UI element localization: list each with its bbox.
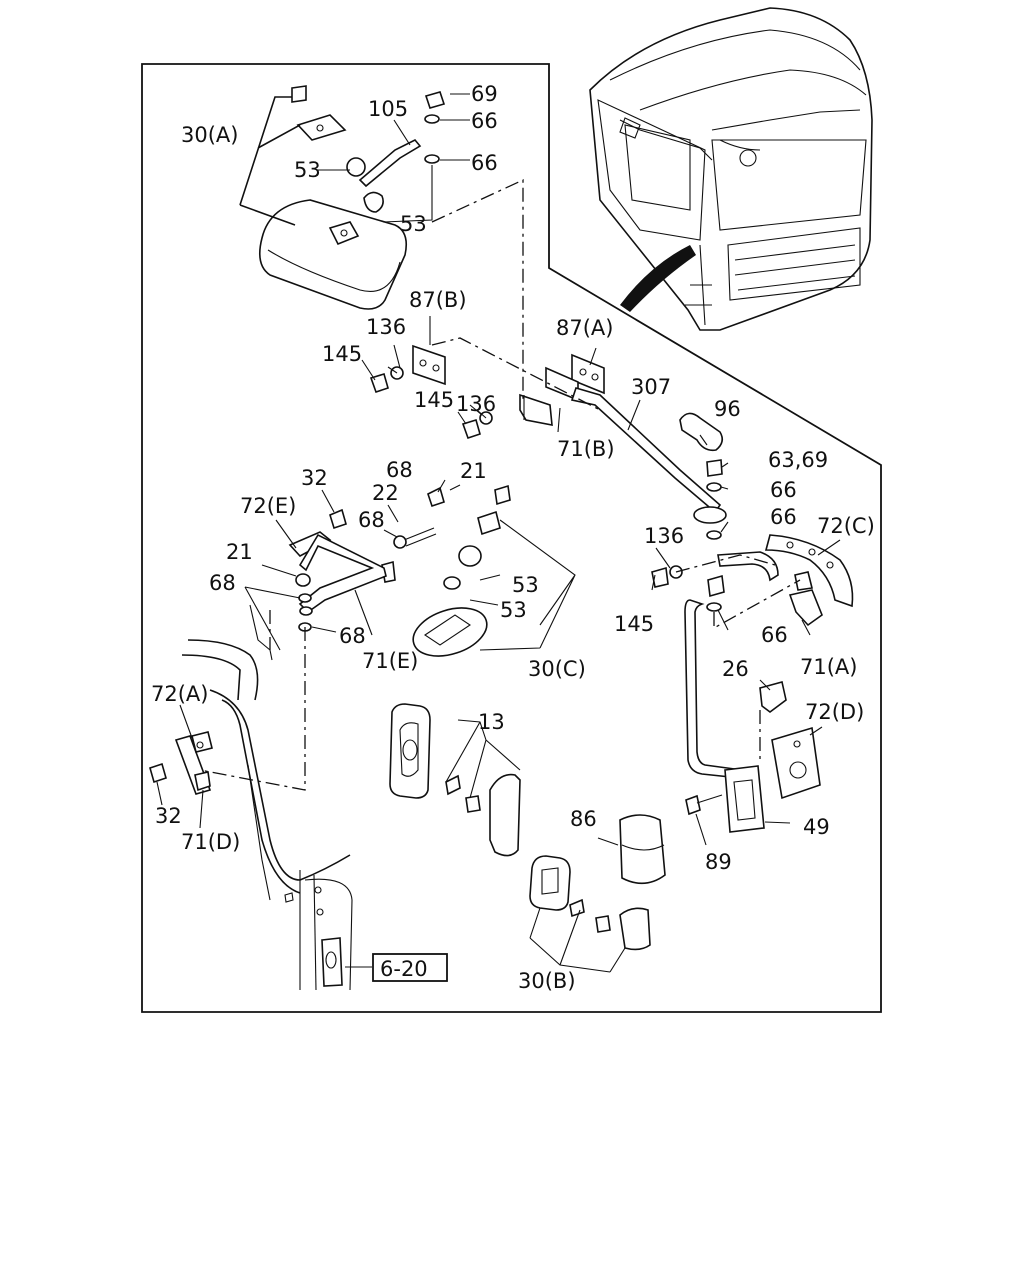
- label-53: 53: [500, 598, 527, 622]
- label-26: 26: [722, 657, 749, 681]
- label-66: 66: [471, 109, 498, 133]
- label-49: 49: [803, 815, 830, 839]
- mirror-upper-left: [259, 85, 446, 310]
- label-96: 96: [714, 397, 741, 421]
- label-105: 105: [368, 97, 408, 121]
- reference-box: [372, 953, 448, 982]
- label-13: 13: [478, 710, 505, 734]
- label-68: 68: [209, 571, 236, 595]
- label-21: 21: [226, 540, 253, 564]
- label-72a: 72(A): [151, 682, 208, 706]
- label-87b: 87(B): [409, 288, 467, 312]
- diagram-frame: [141, 63, 882, 1013]
- label-145: 145: [322, 342, 362, 366]
- label-145: 145: [414, 388, 454, 412]
- label-307: 307: [631, 375, 671, 399]
- truck-cab-illustration: [589, 7, 873, 331]
- label-136: 136: [456, 392, 496, 416]
- label-22: 22: [372, 481, 399, 505]
- label-66: 66: [770, 478, 797, 502]
- label-30a: 30(A): [181, 123, 238, 147]
- label-53: 53: [400, 212, 427, 236]
- label-87a: 87(A): [556, 316, 613, 340]
- cab-pillar-section: [149, 604, 353, 991]
- label-72d: 72(D): [805, 700, 864, 724]
- label-68: 68: [358, 508, 385, 532]
- label-66: 66: [761, 623, 788, 647]
- reference-label: 6-20: [380, 957, 428, 981]
- mirror-stay-assembly: [369, 344, 727, 540]
- label-72e: 72(E): [240, 494, 296, 518]
- label-63-69: 63,69: [768, 448, 828, 472]
- part-labels: 30(A) 105 69 66 66 53 53 87(B) 136 145 1…: [151, 82, 875, 993]
- label-21: 21: [460, 459, 487, 483]
- label-71a: 71(A): [800, 655, 857, 679]
- label-32: 32: [155, 804, 182, 828]
- label-89: 89: [705, 850, 732, 874]
- label-66: 66: [770, 505, 797, 529]
- label-53: 53: [512, 573, 539, 597]
- label-71b: 71(B): [557, 437, 615, 461]
- label-72c: 72(C): [817, 514, 875, 538]
- label-136: 136: [644, 524, 684, 548]
- mirror-lower-right: [651, 534, 854, 833]
- label-30c: 30(C): [528, 657, 586, 681]
- label-86: 86: [570, 807, 597, 831]
- label-71d: 71(D): [181, 830, 240, 854]
- label-145: 145: [614, 612, 654, 636]
- label-136: 136: [366, 315, 406, 339]
- label-71e: 71(E): [362, 649, 418, 673]
- label-68: 68: [339, 624, 366, 648]
- mirror-heads: [288, 484, 666, 951]
- label-69: 69: [471, 82, 498, 106]
- leader-lines: [156, 93, 841, 973]
- label-30b: 30(B): [518, 969, 576, 993]
- label-53: 53: [294, 158, 321, 182]
- label-66: 66: [471, 151, 498, 175]
- label-68: 68: [386, 458, 413, 482]
- label-32: 32: [301, 466, 328, 490]
